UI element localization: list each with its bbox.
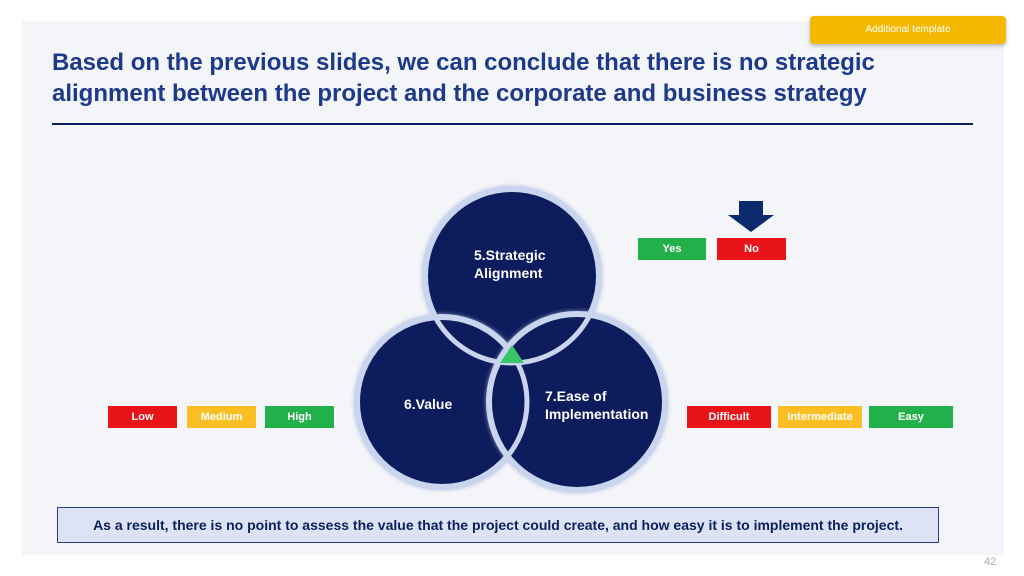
high-option: High	[265, 406, 334, 428]
strategic-alignment-label: 5.Strategic Alignment	[474, 246, 546, 282]
ease-label: 7.Ease of Implementation	[545, 387, 648, 423]
value-label: 6.Value	[404, 395, 452, 413]
title-divider	[52, 123, 973, 125]
title-line-2: alignment between the project and the co…	[52, 80, 867, 107]
value-ring	[354, 314, 530, 490]
ease-label-line-2: Implementation	[545, 406, 649, 422]
strategic-alignment-label-line-1: 5.Strategic	[474, 247, 546, 263]
result-statement: As a result, there is no point to assess…	[57, 507, 939, 543]
medium-option: Medium	[187, 406, 256, 428]
no-option: No	[717, 238, 786, 260]
ease-label-line-1: 7.Ease of	[545, 388, 607, 404]
title-line-1: Based on the previous slides, we can con…	[52, 49, 875, 76]
strategic-alignment-label-line-2: Alignment	[474, 265, 543, 281]
easy-option: Easy	[869, 406, 953, 428]
difficult-option: Difficult	[687, 406, 771, 428]
yes-option: Yes	[638, 238, 706, 260]
intersection-marker	[500, 345, 524, 363]
additional-template-tag: Additional template	[810, 16, 1006, 44]
page-number: 42	[984, 556, 997, 568]
value-label-line-1: 6.Value	[404, 396, 453, 412]
page-title: Based on the previous slides, we can con…	[52, 47, 972, 109]
intermediate-option: Intermediate	[778, 406, 862, 428]
selection-arrow-icon	[728, 201, 774, 232]
low-option: Low	[108, 406, 177, 428]
